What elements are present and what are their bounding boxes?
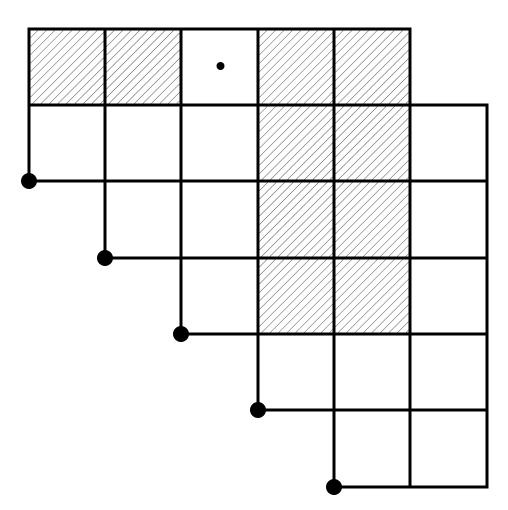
corner-node (21, 173, 37, 189)
hatched-cell (334, 181, 410, 258)
hatched-cell (258, 105, 334, 181)
grid-lines (27, 27, 489, 489)
corner-node (173, 326, 189, 342)
hatched-cell (105, 29, 181, 105)
hatched-cells (29, 29, 410, 334)
hatched-cell (334, 29, 410, 105)
corner-node (97, 250, 113, 266)
hatched-cell (334, 105, 410, 181)
hatched-cell (258, 181, 334, 258)
corner-node (326, 479, 342, 495)
hatched-cell (334, 258, 410, 334)
hatched-cell (258, 29, 334, 105)
hatched-cell (258, 258, 334, 334)
corner-nodes (21, 62, 342, 495)
corner-node (250, 402, 266, 418)
hatched-cell (29, 29, 105, 105)
center-dot (216, 62, 225, 70)
